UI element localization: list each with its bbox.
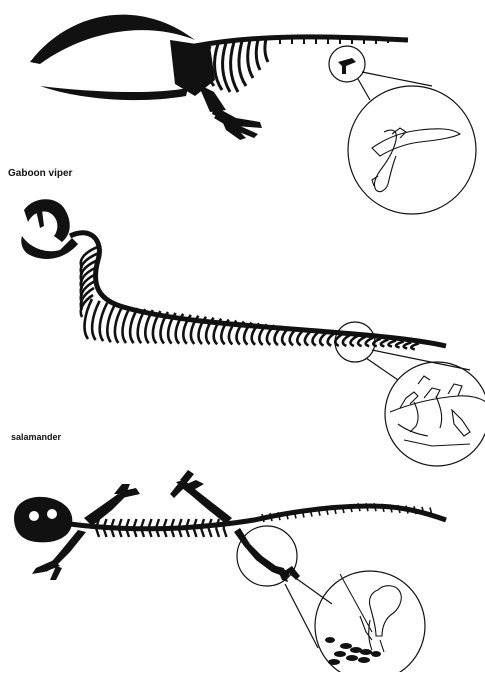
viper-rib <box>123 307 130 343</box>
viper-rib <box>92 301 99 340</box>
whale-skeleton <box>30 15 408 140</box>
viper-rib <box>115 306 122 343</box>
viper-rib <box>313 331 320 346</box>
viper-fang <box>36 210 44 228</box>
salamander-rib <box>216 528 219 537</box>
viper-spur-detail <box>390 376 485 446</box>
whale-vestigial-pelvis <box>338 58 356 74</box>
viper-rib <box>381 340 388 347</box>
viper-small-circle <box>335 322 375 362</box>
label-gaboon-viper: Gaboon viper <box>8 168 72 179</box>
salamander-tail-vertebra <box>406 506 408 514</box>
viper-rib <box>366 338 373 347</box>
whale-lower-jaw <box>40 86 188 100</box>
salamander-skeleton <box>14 470 446 582</box>
salamander-rib <box>201 528 204 537</box>
salamander-rib <box>194 528 197 537</box>
salamander-small-circle <box>237 526 297 586</box>
salamander-tail-vertebra <box>262 514 264 522</box>
salamander-skull <box>14 497 72 543</box>
whale-flipper <box>198 84 262 140</box>
viper-rib <box>100 303 107 341</box>
viper-rib <box>320 332 327 346</box>
salamander-limb-detail <box>360 586 401 652</box>
viper-large-circle <box>385 362 485 466</box>
whale-zoom <box>329 46 476 214</box>
viper-lower-jaw <box>21 236 78 259</box>
viper-rib <box>411 343 418 349</box>
viper-rib <box>351 336 358 346</box>
salamander-rib <box>224 528 227 537</box>
viper-skull <box>24 199 70 242</box>
label-salamander: salamander <box>11 432 61 442</box>
viper-rib <box>85 299 92 339</box>
viper-rib <box>107 305 114 342</box>
viper-rib <box>328 333 335 346</box>
viper-spine <box>70 233 446 346</box>
whale-ribs <box>207 39 268 92</box>
whale-large-circle <box>348 86 476 214</box>
viper-rib <box>358 337 365 346</box>
viper-rib <box>343 335 350 346</box>
viper-skeleton <box>21 199 446 349</box>
salamander-zoom <box>237 526 425 672</box>
salamander-rib <box>209 528 212 537</box>
viper-rib <box>130 308 137 343</box>
whale-pelvis-detail <box>372 128 460 192</box>
whale-upper-jaw <box>30 15 195 64</box>
salamander-foot-bones <box>325 637 381 665</box>
